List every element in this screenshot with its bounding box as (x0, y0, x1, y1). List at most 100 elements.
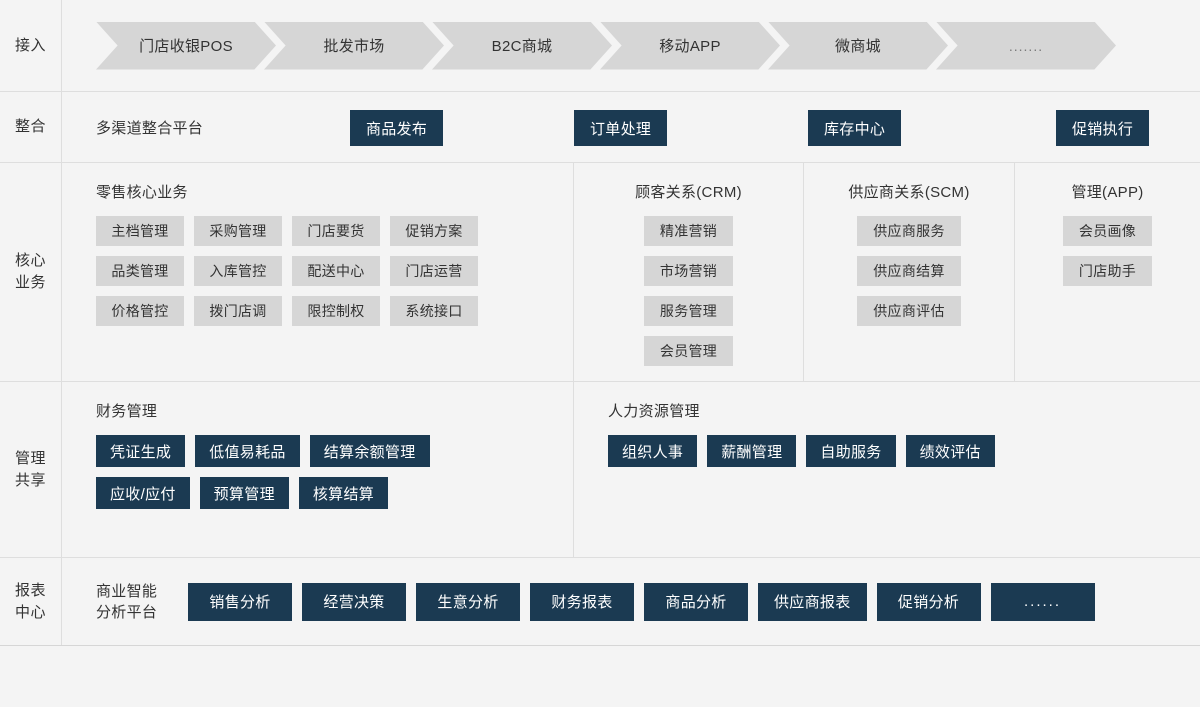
report-item[interactable]: 财务报表 (530, 582, 634, 621)
report-item[interactable]: 促销分析 (876, 582, 981, 621)
finance-item[interactable]: 预算管理 (199, 477, 289, 509)
core-item[interactable]: 限控制权 (292, 296, 380, 326)
row-body-core-business: 零售核心业务 主档管理 采购管理 门店要货 促销方案 品类管理 入库管控 配送中… (62, 163, 1200, 381)
row-integration: 整合 多渠道整合平台 商品发布 订单处理 库存中心 促销执行 (0, 92, 1200, 163)
core-item[interactable]: 配送中心 (292, 256, 380, 286)
core-item[interactable]: 供应商结算 (857, 256, 961, 286)
access-channel-label: ....... (1008, 37, 1044, 54)
report-item[interactable]: 生意分析 (416, 582, 520, 621)
access-channel-chevron[interactable]: 批发市场 (264, 21, 444, 70)
core-item[interactable]: 供应商评估 (857, 296, 961, 326)
core-item[interactable]: 主档管理 (96, 216, 184, 246)
management-column-finance: 财务管理 凭证生成 低值易耗品 结算余额管理 应收/应付 预算管理 核算结算 (62, 382, 574, 557)
row-label-core-business: 核心 业务 (0, 163, 62, 381)
core-item[interactable]: 品类管理 (96, 256, 184, 286)
bi-platform-title: 商业智能 分析平台 (96, 581, 178, 623)
core-app-item-list: 会员画像 门店助手 (1015, 216, 1200, 286)
finance-item[interactable]: 低值易耗品 (195, 435, 300, 467)
core-item[interactable]: 拨门店调 (194, 296, 282, 326)
core-column-title: 管理(APP) (1071, 184, 1144, 201)
finance-item[interactable]: 凭证生成 (96, 435, 186, 467)
core-item[interactable]: 精准营销 (643, 216, 734, 246)
access-channel-chevron[interactable]: 微商城 (768, 21, 948, 70)
core-item[interactable]: 供应商服务 (857, 216, 961, 246)
access-channel-chevron[interactable]: 移动APP (600, 21, 780, 70)
row-label-integration: 整合 (0, 92, 62, 162)
core-column-app: 管理(APP) 会员画像 门店助手 (1015, 163, 1200, 381)
core-item[interactable]: 市场营销 (643, 256, 734, 286)
row-management-shared: 管理 共享 财务管理 凭证生成 低值易耗品 结算余额管理 应收/应付 预算管理 … (0, 382, 1200, 558)
access-channel-list: 门店收银POS 批发市场 B2C商城 移动APP 微商城 ....... (62, 0, 1200, 91)
integration-module[interactable]: 促销执行 (1056, 110, 1150, 146)
core-item[interactable]: 系统接口 (390, 296, 478, 326)
access-channel-chevron[interactable]: 门店收银POS (96, 21, 276, 70)
bi-platform-title-line1: 商业智能 (96, 582, 158, 600)
row-access: 接入 门店收银POS 批发市场 B2C商城 移动APP 微商城 ....... (0, 0, 1200, 92)
bi-platform-title-line2: 分析平台 (96, 603, 158, 621)
management-column-title: 财务管理 (96, 403, 158, 420)
access-channel-label: 批发市场 (323, 38, 385, 55)
finance-item-grid: 凭证生成 低值易耗品 结算余额管理 应收/应付 预算管理 核算结算 (96, 435, 496, 509)
core-scm-item-list: 供应商服务 供应商结算 供应商评估 (804, 216, 1014, 326)
finance-item[interactable]: 核算结算 (298, 477, 389, 509)
row-body-integration: 多渠道整合平台 商品发布 订单处理 库存中心 促销执行 (62, 92, 1200, 162)
row-label-access: 接入 (0, 0, 62, 91)
integration-platform-title: 多渠道整合平台 (96, 119, 204, 137)
core-retail-item-grid: 主档管理 采购管理 门店要货 促销方案 品类管理 入库管控 配送中心 门店运营 … (96, 216, 556, 326)
hr-item[interactable]: 绩效评估 (905, 435, 995, 467)
core-item[interactable]: 门店要货 (292, 216, 380, 246)
row-label-report-center: 报表 中心 (0, 558, 62, 645)
integration-platform: 多渠道整合平台 商品发布 订单处理 库存中心 促销执行 (62, 92, 1200, 162)
core-item[interactable]: 服务管理 (643, 296, 734, 326)
architecture-diagram: 接入 门店收银POS 批发市场 B2C商城 移动APP 微商城 ....... … (0, 0, 1200, 646)
core-item[interactable]: 会员画像 (1062, 216, 1153, 246)
access-channel-label: 微商城 (835, 38, 881, 55)
report-item[interactable]: 销售分析 (188, 582, 292, 621)
row-label-management-line1: 管理 (14, 449, 46, 467)
integration-module[interactable]: 订单处理 (574, 110, 668, 146)
row-label-management-line2: 共享 (14, 471, 46, 489)
row-body-access: 门店收银POS 批发市场 B2C商城 移动APP 微商城 ....... (62, 0, 1200, 91)
hr-item[interactable]: 薪酬管理 (707, 435, 797, 467)
row-report-center: 报表 中心 商业智能 分析平台 销售分析 经营决策 生意分析 财务报表 商品分析… (0, 558, 1200, 645)
core-item[interactable]: 门店助手 (1062, 256, 1153, 286)
hr-item-grid: 组织人事 薪酬管理 自助服务 绩效评估 (608, 435, 1028, 467)
row-label-management-shared: 管理 共享 (0, 382, 62, 557)
core-crm-item-list: 精准营销 市场营销 服务管理 会员管理 (574, 216, 803, 366)
management-column-hr: 人力资源管理 组织人事 薪酬管理 自助服务 绩效评估 (574, 382, 1200, 557)
core-column-retail: 零售核心业务 主档管理 采购管理 门店要货 促销方案 品类管理 入库管控 配送中… (62, 163, 574, 381)
hr-item[interactable]: 组织人事 (608, 435, 698, 467)
core-item[interactable]: 入库管控 (194, 256, 282, 286)
access-channel-label: B2C商城 (491, 38, 553, 55)
access-channel-chevron-more[interactable]: ....... (936, 21, 1116, 70)
core-item[interactable]: 价格管控 (96, 296, 184, 326)
core-column-scm: 供应商关系(SCM) 供应商服务 供应商结算 供应商评估 (804, 163, 1015, 381)
row-label-core-line2: 业务 (14, 274, 46, 291)
integration-module[interactable]: 商品发布 (350, 110, 444, 146)
hr-item[interactable]: 自助服务 (806, 435, 896, 467)
core-item[interactable]: 门店运营 (390, 256, 478, 286)
management-column-title: 人力资源管理 (608, 403, 700, 420)
report-item[interactable]: 供应商报表 (758, 582, 867, 621)
row-label-report-line2: 中心 (14, 603, 46, 621)
row-body-report-center: 商业智能 分析平台 销售分析 经营决策 生意分析 财务报表 商品分析 供应商报表… (62, 558, 1200, 645)
row-core-business: 核心 业务 零售核心业务 主档管理 采购管理 门店要货 促销方案 品类管理 入库… (0, 163, 1200, 382)
row-body-management-shared: 财务管理 凭证生成 低值易耗品 结算余额管理 应收/应付 预算管理 核算结算 人… (62, 382, 1200, 557)
finance-item[interactable]: 应收/应付 (96, 477, 190, 509)
report-center-bar: 商业智能 分析平台 销售分析 经营决策 生意分析 财务报表 商品分析 供应商报表… (62, 558, 1200, 645)
core-column-crm: 顾客关系(CRM) 精准营销 市场营销 服务管理 会员管理 (574, 163, 804, 381)
access-channel-label: 门店收银POS (139, 38, 233, 55)
core-column-title: 顾客关系(CRM) (635, 184, 742, 201)
core-item[interactable]: 采购管理 (194, 216, 282, 246)
report-item-more[interactable]: ...... (990, 582, 1095, 621)
core-item[interactable]: 促销方案 (390, 216, 478, 246)
core-column-title: 零售核心业务 (96, 184, 188, 201)
integration-module[interactable]: 库存中心 (808, 110, 902, 146)
access-channel-chevron[interactable]: B2C商城 (432, 21, 612, 70)
core-column-title: 供应商关系(SCM) (848, 184, 970, 201)
row-label-core-line1: 核心 (14, 252, 46, 270)
finance-item[interactable]: 结算余额管理 (309, 435, 430, 467)
report-item[interactable]: 经营决策 (302, 582, 406, 621)
report-item[interactable]: 商品分析 (644, 582, 748, 621)
core-item[interactable]: 会员管理 (643, 336, 734, 366)
